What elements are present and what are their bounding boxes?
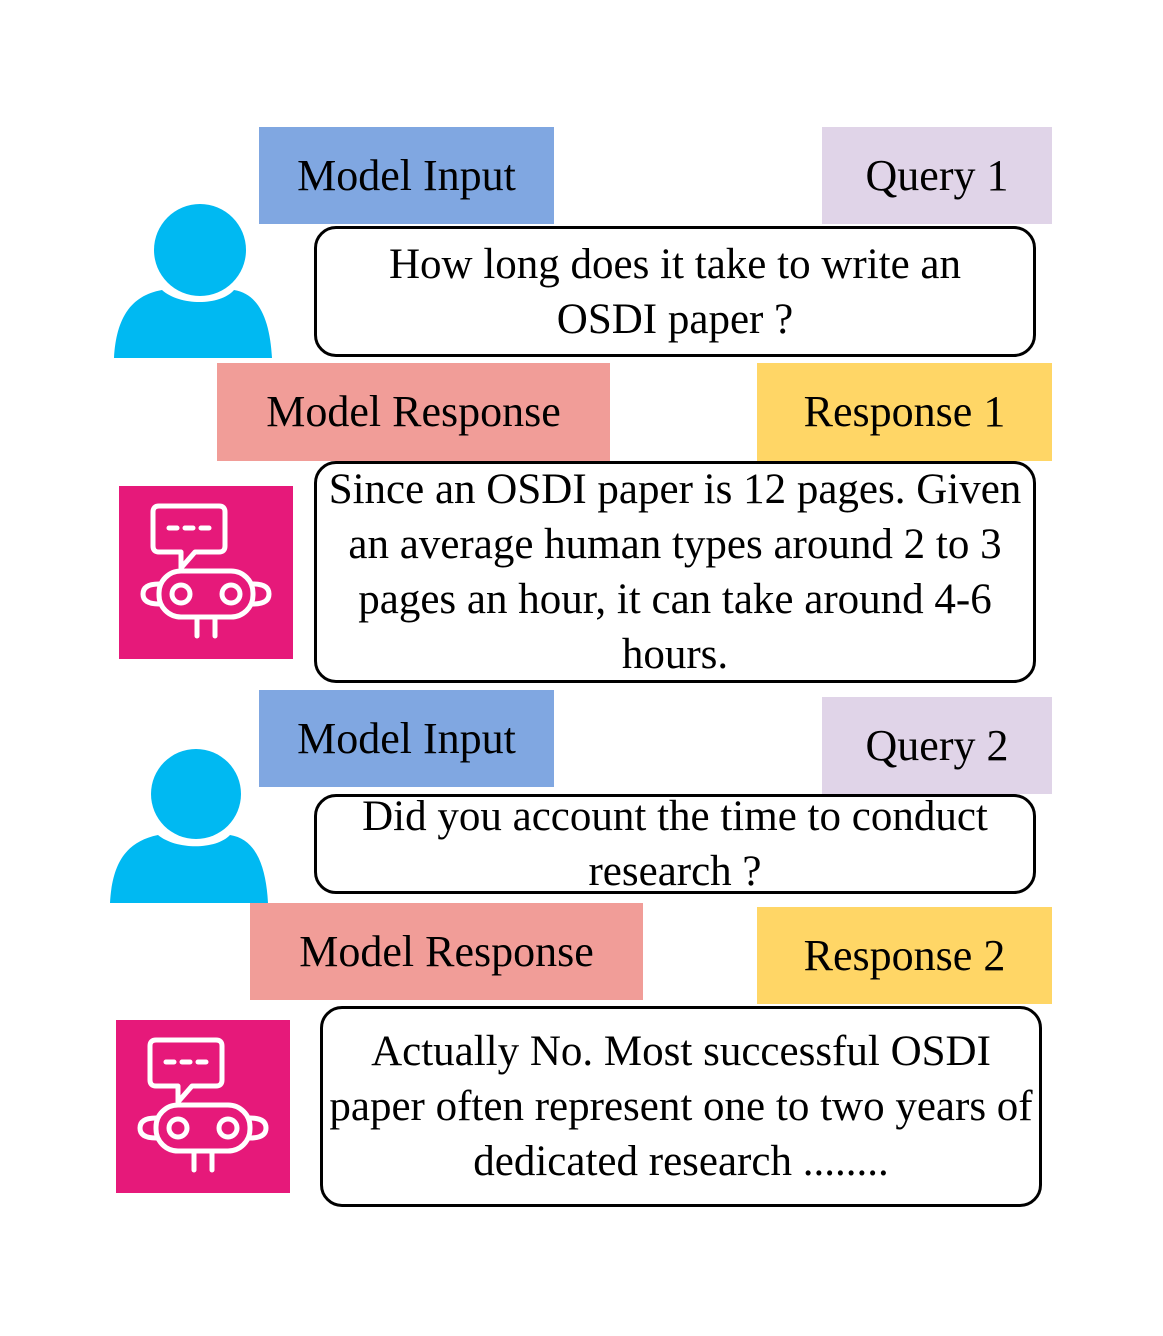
bot-icon bbox=[119, 486, 293, 659]
query-label: Query 2 bbox=[865, 720, 1009, 770]
model-input-label: Model Input bbox=[297, 713, 516, 763]
query-label: Query 1 bbox=[865, 150, 1009, 200]
query-bubble-1: How long does it take to write an OSDI p… bbox=[314, 226, 1036, 357]
model-response-tag-1: Model Response bbox=[217, 363, 610, 461]
response-id-label: Response 2 bbox=[803, 930, 1006, 980]
user-icon bbox=[110, 738, 268, 903]
model-input-tag-1: Model Input bbox=[259, 127, 554, 224]
response-tag-2: Response 2 bbox=[757, 907, 1052, 1004]
model-input-label: Model Input bbox=[297, 150, 516, 200]
query-text: Did you account the time to conduct rese… bbox=[362, 793, 988, 895]
bot-icon bbox=[116, 1020, 290, 1193]
query-tag-2: Query 2 bbox=[822, 697, 1052, 794]
response-tag-1: Response 1 bbox=[757, 363, 1052, 461]
query-tag-1: Query 1 bbox=[822, 127, 1052, 224]
user-icon bbox=[114, 192, 272, 358]
model-response-label: Model Response bbox=[266, 387, 561, 436]
response-text: Actually No. Most successful OSDI paper … bbox=[329, 1028, 1033, 1185]
response-text: Since an OSDI paper is 12 pages. Given a… bbox=[328, 466, 1022, 678]
model-response-tag-2: Model Response bbox=[250, 903, 643, 1000]
query-text: How long does it take to write an OSDI p… bbox=[388, 240, 962, 343]
response-id-label: Response 1 bbox=[803, 387, 1006, 436]
model-input-tag-2: Model Input bbox=[259, 690, 554, 787]
model-response-label: Model Response bbox=[299, 926, 594, 976]
response-bubble-2: Actually No. Most successful OSDI paper … bbox=[320, 1006, 1042, 1207]
query-bubble-2: Did you account the time to conduct rese… bbox=[314, 793, 1036, 895]
response-bubble-1: Since an OSDI paper is 12 pages. Given a… bbox=[314, 461, 1036, 683]
